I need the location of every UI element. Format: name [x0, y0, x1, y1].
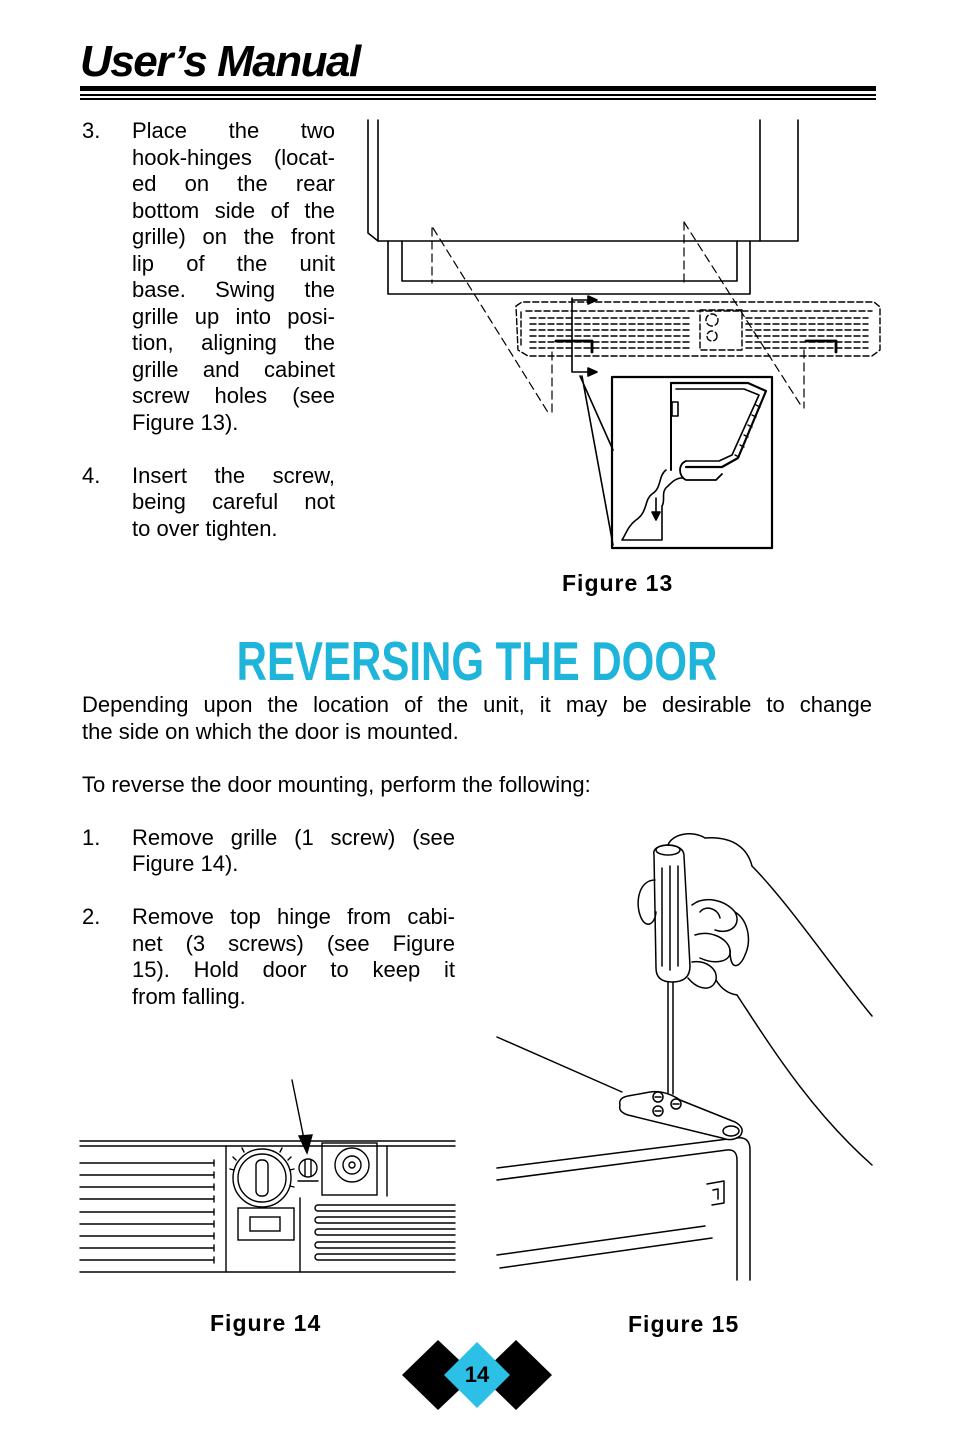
left-diamond — [402, 1340, 475, 1410]
center-diamond — [444, 1342, 510, 1408]
grille-frame — [79, 1140, 456, 1273]
unit-base — [387, 240, 751, 295]
manual-title: User’s Manual — [80, 37, 361, 86]
step-number: 4. — [82, 462, 101, 488]
text-line: being careful not — [132, 489, 335, 514]
grille-screw — [297, 1158, 319, 1182]
grille-outline — [515, 301, 881, 357]
pointer-arrow — [291, 1079, 313, 1156]
text-line: ed on the rear — [132, 171, 335, 196]
text-line: grille up into posi- — [132, 303, 335, 329]
text-line: tion, aligning the — [132, 330, 335, 355]
text-line: Remove grille (1 screw) (see — [132, 824, 455, 850]
text-line: bottom side of the — [132, 197, 335, 223]
text-line: screw holes (see — [132, 383, 335, 408]
control-square — [321, 1142, 378, 1196]
hand — [637, 833, 873, 1166]
step-text: Remove grille (1 screw) (see Figure 14). — [132, 825, 455, 878]
callout-lines — [579, 375, 614, 546]
header-rule-thin — [80, 98, 876, 100]
lead-sentence: To reverse the door mounting, perform th… — [82, 771, 591, 797]
step-text: Place the two hook-hinges (locat- ed on … — [132, 118, 335, 436]
detail-inset — [610, 375, 774, 550]
step-number: 3. — [82, 118, 101, 143]
figure-14-caption: Figure 14 — [210, 1310, 322, 1336]
text-line: to over tighten. — [132, 515, 278, 541]
text-line: net (3 screws) (see Figure — [132, 930, 455, 956]
step-number: 1. — [82, 824, 101, 850]
intro-paragraph: Depending upon the location of the unit,… — [82, 692, 872, 745]
step-2: 2. Remove top hinge from cabi- net (3 sc… — [82, 904, 455, 1014]
step-text: Insert the screw, being careful not to o… — [132, 463, 335, 543]
header-rule-thick — [80, 86, 876, 91]
text-line: grille and cabinet — [132, 356, 335, 382]
inset-detail — [621, 381, 768, 541]
left-louvers — [79, 1159, 215, 1264]
text-line: Insert the screw, — [132, 462, 335, 488]
text-line: Figure 13). — [132, 409, 239, 435]
page-number-badge — [402, 1340, 552, 1410]
text-line: the side on which the door is mounted. — [82, 718, 459, 744]
text-line: Remove top hinge from cabi- — [132, 904, 455, 929]
text-line: Depending upon the location of the unit,… — [82, 692, 872, 717]
step-3: 3. Place the two hook-hinges (locat- ed … — [82, 118, 335, 438]
step-4: 4. Insert the screw, being careful not t… — [82, 463, 335, 543]
swing-arrow — [571, 295, 598, 377]
section-heading: REVERSING THE DOOR — [236, 630, 718, 692]
hinge-plate — [618, 1090, 743, 1141]
thermostat-knob — [229, 1147, 295, 1208]
page-number: 14 — [464, 1362, 490, 1387]
text-line: lip of the unit — [132, 250, 335, 276]
text-line: hook-hinges (locat- — [132, 144, 335, 170]
right-louvers — [314, 1204, 456, 1261]
step-text: Remove top hinge from cabi- net (3 screw… — [132, 904, 455, 1010]
text-line: Place the two — [132, 118, 335, 143]
screwdriver — [653, 844, 691, 1095]
display-window — [237, 1207, 295, 1241]
figure-13-illustration — [367, 119, 881, 550]
step-number: 2. — [82, 904, 101, 929]
right-diamond — [480, 1340, 552, 1410]
cabinet-corner — [496, 1036, 751, 1281]
figure-14-illustration — [79, 1079, 456, 1273]
figure-15-caption: Figure 15 — [628, 1311, 740, 1337]
text-line: from falling. — [132, 983, 246, 1009]
header-rule-thin — [80, 94, 876, 96]
text-line: Figure 14). — [132, 851, 239, 876]
step-1: 1. Remove grille (1 screw) (see Figure 1… — [82, 825, 455, 885]
figure-15-illustration — [496, 833, 873, 1281]
hook-hinges — [554, 339, 838, 354]
cabinet-bottom — [367, 119, 799, 242]
figure-13-caption: Figure 13 — [562, 570, 674, 596]
text-line: grille) on the front — [132, 224, 335, 249]
text-line: 15). Hold door to keep it — [132, 957, 455, 982]
text-line: base. Swing the — [132, 277, 335, 302]
